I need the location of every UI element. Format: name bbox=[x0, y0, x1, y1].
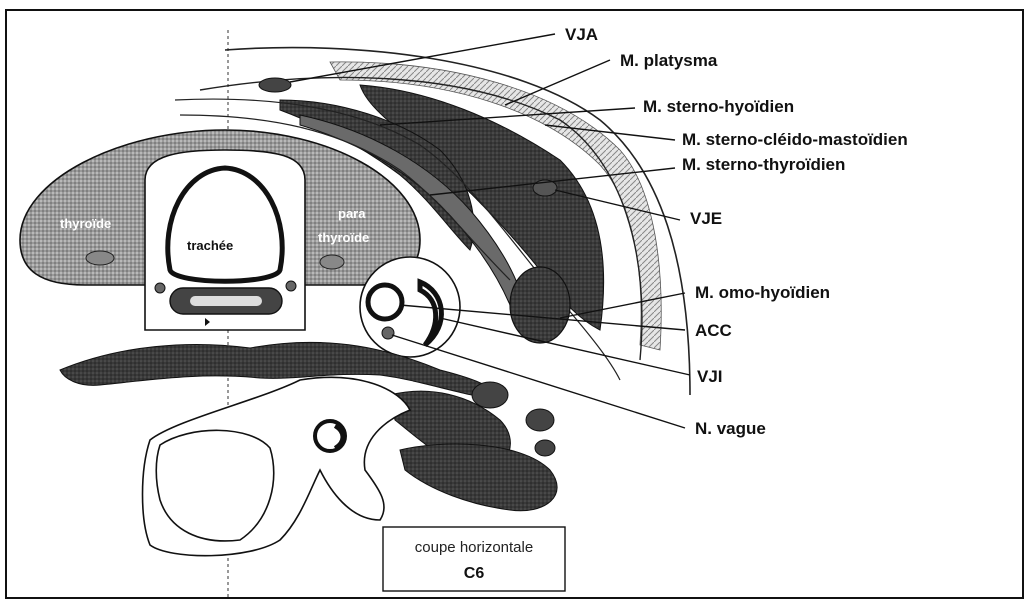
recurrent-nerve-left bbox=[155, 283, 165, 293]
caption-line1: coupe horizontale bbox=[415, 539, 533, 556]
oesophagus-lumen bbox=[190, 296, 262, 306]
label-acc: ACC bbox=[695, 321, 732, 340]
vja-vessel bbox=[259, 78, 291, 92]
common-carotid-artery bbox=[368, 285, 402, 319]
omo-hyoid-muscle bbox=[510, 267, 570, 343]
label-sterno-cleido: M. sterno-cléido-mastoïdien bbox=[682, 130, 908, 149]
label-platysma: M. platysma bbox=[620, 51, 718, 70]
label-sterno-thyroidien: M. sterno-thyroïdien bbox=[682, 155, 845, 174]
small-muscle-blob-2 bbox=[526, 409, 554, 431]
small-muscle-blob-3 bbox=[535, 440, 555, 456]
label-vague: N. vague bbox=[695, 419, 766, 438]
label-vja: VJA bbox=[565, 25, 598, 44]
thyroid-nodule-right bbox=[320, 255, 344, 269]
label-vji: VJI bbox=[697, 367, 723, 386]
recurrent-nerve-right bbox=[286, 281, 296, 291]
label-omo-hyoidien: M. omo-hyoïdien bbox=[695, 283, 830, 302]
parathyroid-label-line1: para bbox=[338, 206, 366, 221]
trachea-label: trachée bbox=[187, 238, 233, 253]
small-muscle-blob-1 bbox=[472, 382, 508, 408]
thyroid-nodule-left bbox=[86, 251, 114, 265]
scalene-muscle bbox=[400, 444, 557, 511]
caption-line2: C6 bbox=[464, 565, 485, 582]
label-sterno-hyoidien: M. sterno-hyoïdien bbox=[643, 97, 794, 116]
leader-platysma bbox=[505, 60, 610, 105]
vagus-nerve bbox=[382, 327, 394, 339]
parathyroid-label-line2: thyroïde bbox=[318, 230, 369, 245]
thyroid-label: thyroïde bbox=[60, 216, 111, 231]
label-vje: VJE bbox=[690, 209, 722, 228]
